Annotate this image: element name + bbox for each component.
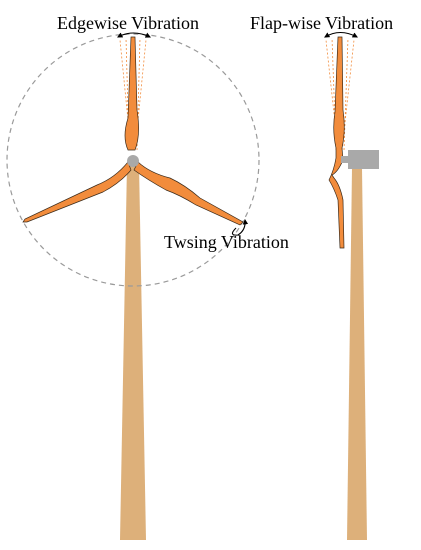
- edgewise-vibration-label: Edgewise Vibration: [57, 13, 200, 33]
- edgewise-arrow: [117, 32, 151, 38]
- front-view-blade-up: [124, 36, 139, 151]
- rotor-sweep-circle: [6, 33, 260, 287]
- front-view-turbine: [6, 32, 260, 540]
- front-view-blade-left: [22, 161, 132, 223]
- twsing-vibration-label: Twsing Vibration: [164, 232, 289, 252]
- flapwise-arrow: [324, 31, 358, 38]
- side-view-shaft: [341, 156, 350, 163]
- edgewise-motion-ghost-lines: [119, 37, 147, 151]
- front-view-blade-right: [133, 161, 244, 226]
- front-view-tower: [120, 164, 146, 540]
- side-view-nacelle: [348, 150, 379, 169]
- twsing-arrow: [231, 218, 249, 236]
- flapwise-vibration-label: Flap-wise Vibration: [250, 13, 394, 33]
- side-view-turbine: [324, 31, 379, 540]
- front-view-hub: [127, 155, 139, 167]
- flapwise-motion-ghost-lines: [325, 37, 355, 151]
- side-view-blade: [328, 36, 345, 249]
- side-view-tower: [347, 168, 367, 540]
